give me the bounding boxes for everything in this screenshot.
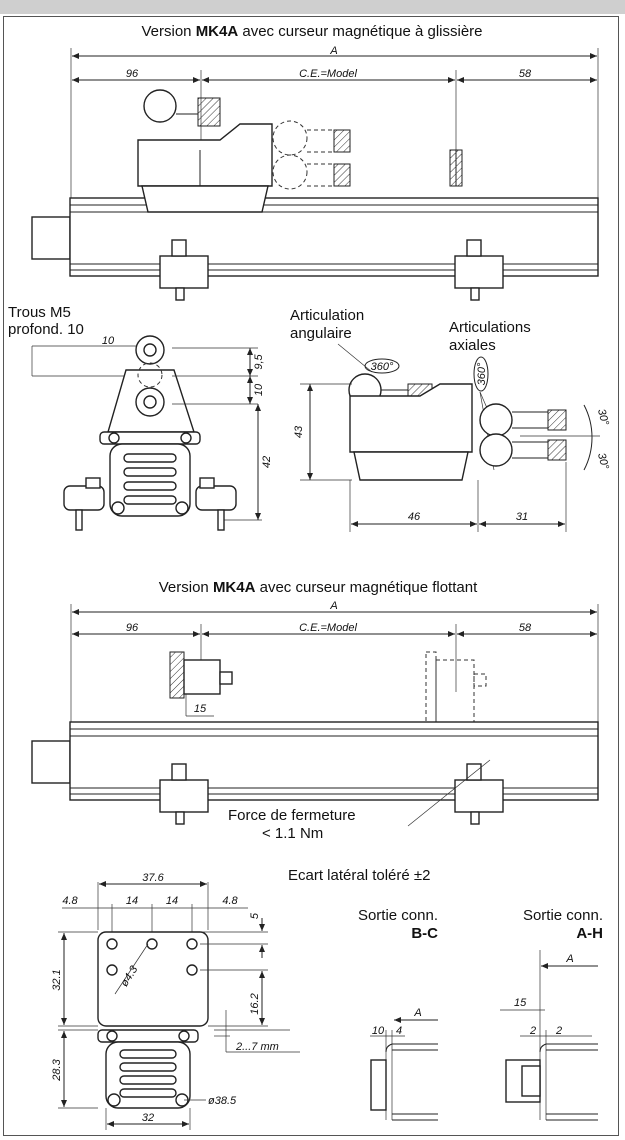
magnetic-slider-1 xyxy=(137,89,463,213)
dim-31: 31 xyxy=(516,511,528,523)
dim-14-a: 14 xyxy=(126,895,138,907)
conn-bc-line2: B-C xyxy=(411,925,438,942)
conn-ah-line2: A-H xyxy=(576,925,603,942)
section1-dim-58: 58 xyxy=(519,68,532,80)
dim-42: 42 xyxy=(261,456,273,468)
section2-dim-model: C.E.=Model xyxy=(299,622,357,634)
dim-28-3: 28.3 xyxy=(51,1058,63,1081)
dim-15-cursor: 15 xyxy=(194,703,207,715)
articulation-angular-line2: angulaire xyxy=(290,325,352,342)
dim-9-5: 9,5 xyxy=(253,353,265,369)
section1-dim-model: C.E.=Model xyxy=(299,68,357,80)
force-label-line2: < 1.1 Nm xyxy=(262,825,323,842)
drawing-frame xyxy=(3,16,619,1136)
section2-dimensions: A 96 C.E.=Model 58 xyxy=(70,600,599,725)
section1-title: Version MK4A avec curseur magnétique à g… xyxy=(141,23,482,40)
dim-37-6: 37.6 xyxy=(142,872,164,884)
dim-4-8-left: 4.8 xyxy=(62,895,78,907)
connector-profile: 2...7 mm 28.3 ø38.5 32 xyxy=(51,1010,300,1130)
ah-dim-15: 15 xyxy=(514,997,527,1009)
conn-bc-line1: Sortie conn. xyxy=(358,907,438,924)
end-view-detail-1: Trous M5 profond. 10 10 9,5 10 42 xyxy=(8,304,273,531)
dim-10-side: 10 xyxy=(253,383,265,396)
connector-output-bc: Sortie conn. B-C A 10 4 xyxy=(358,907,438,1121)
bc-dim-10: 10 xyxy=(372,1025,385,1037)
holes-label-line2: profond. 10 xyxy=(8,321,84,338)
dim-phi-38-5: ø38.5 xyxy=(208,1095,237,1107)
ah-dim-A: A xyxy=(565,953,573,965)
angle-360-a: 360° xyxy=(371,361,394,373)
section2-dim-A: A xyxy=(329,600,337,612)
dim-14-b: 14 xyxy=(166,895,178,907)
linear-transducer-body-1 xyxy=(31,197,599,301)
section1-dim-A: A xyxy=(329,45,337,57)
dim-16-2: 16.2 xyxy=(249,993,261,1014)
articulation-axial-line2: axiales xyxy=(449,337,496,354)
section2-title: Version MK4A avec curseur magnétique flo… xyxy=(159,579,478,596)
dim-10-top: 10 xyxy=(102,335,115,347)
force-label-line1: Force de fermeture xyxy=(228,807,356,824)
section1-dim-96: 96 xyxy=(126,68,139,80)
dim-43: 43 xyxy=(293,425,305,438)
dim-4-8-right: 4.8 xyxy=(222,895,238,907)
dim-2-7: 2...7 mm xyxy=(235,1041,279,1053)
dim-46: 46 xyxy=(408,511,421,523)
linear-transducer-body-2 xyxy=(31,721,599,827)
top-bar xyxy=(0,0,625,14)
articulation-axial-line1: Articulations xyxy=(449,319,531,336)
dim-32: 32 xyxy=(142,1112,154,1124)
ah-dim-2b: 2 xyxy=(555,1025,562,1037)
angle-30-top: 30° xyxy=(595,408,611,428)
connector-output-ah: Sortie conn. A-H A 15 2 2 xyxy=(500,907,603,1121)
bc-dim-A: A xyxy=(413,1007,421,1019)
holes-label-line1: Trous M5 xyxy=(8,304,71,321)
angle-360-b: 360° xyxy=(476,362,488,385)
bc-dim-4: 4 xyxy=(396,1025,402,1037)
cursor-top-view: 37.6 4.8 14 14 4.8 ø4.3 5 16.2 32.1 xyxy=(51,872,268,1027)
articulation-angular-line1: Articulation xyxy=(290,307,364,324)
tolerance-label: Ecart latéral toléré ±2 xyxy=(288,867,430,884)
floating-cursor: 15 xyxy=(169,651,487,723)
section2-dim-96: 96 xyxy=(126,622,139,634)
conn-ah-line1: Sortie conn. xyxy=(523,907,603,924)
ah-dim-2a: 2 xyxy=(529,1025,536,1037)
dim-32-1: 32.1 xyxy=(51,969,63,990)
articulation-detail: Articulation angulaire Articulations axi… xyxy=(290,307,611,532)
dim-5: 5 xyxy=(249,912,261,919)
section2-dim-58: 58 xyxy=(519,622,532,634)
angle-30-bottom: 30° xyxy=(595,452,611,472)
